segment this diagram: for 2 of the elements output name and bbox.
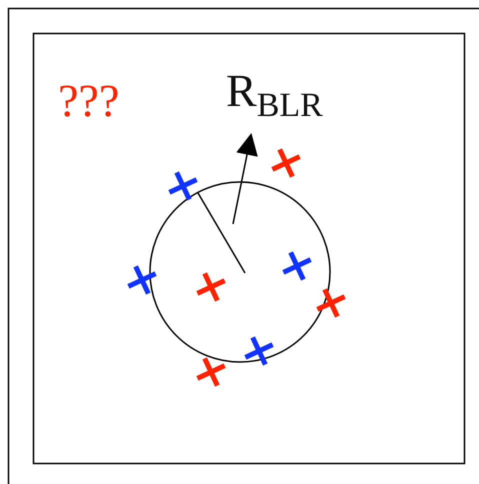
question-marks: ??? (58, 78, 120, 124)
radius-label: R$_{BLR}$ (226, 68, 323, 124)
